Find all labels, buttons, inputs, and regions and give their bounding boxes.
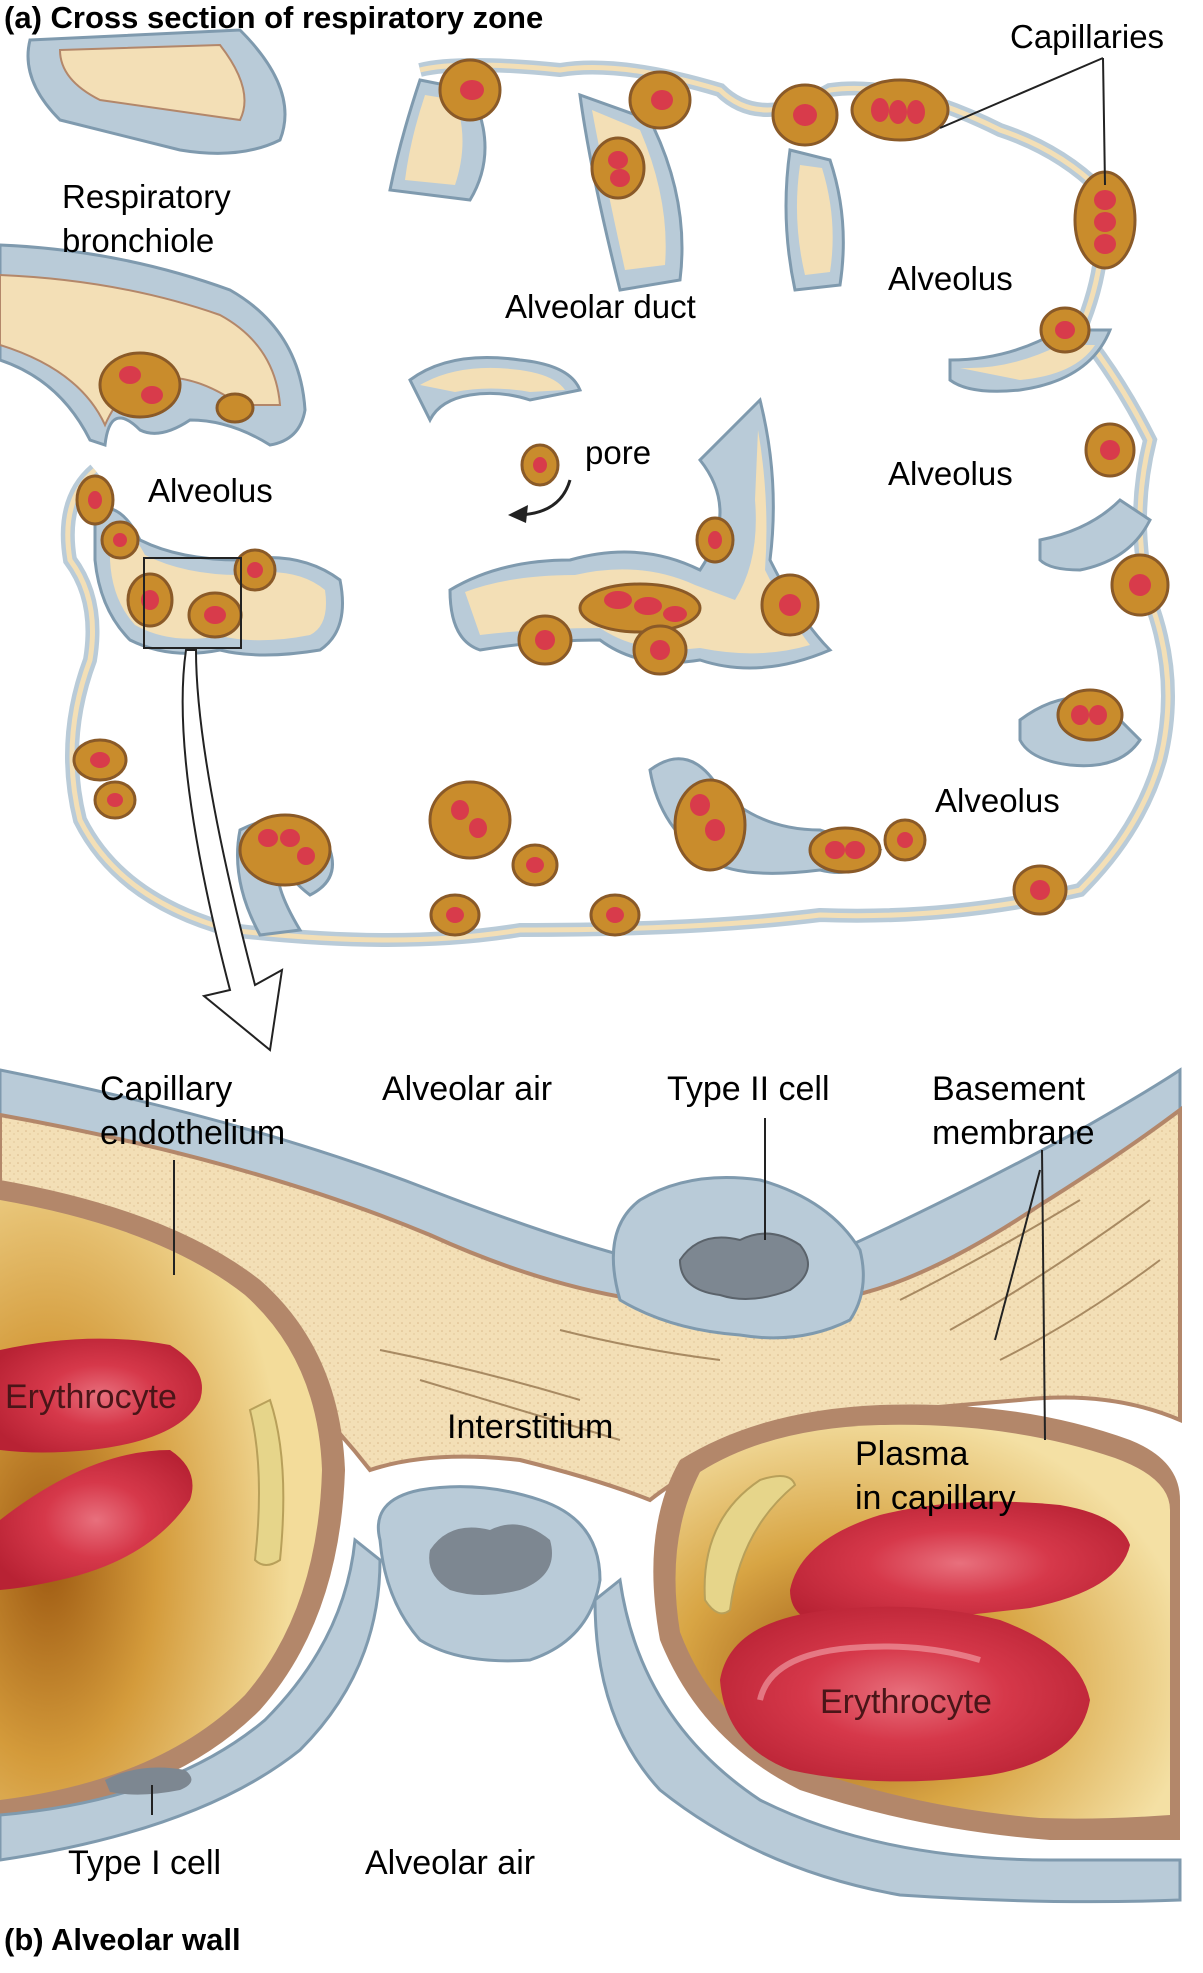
right-capillaries xyxy=(948,306,1170,916)
left-erythrocyte-upper xyxy=(0,1338,202,1453)
lower-right-epithelium xyxy=(593,1577,1182,1904)
label-alveolar-air-bottom: Alveolar air xyxy=(365,1844,535,1882)
label-respiratory-bronchiole-2: bronchiole xyxy=(62,222,214,259)
zoom-box xyxy=(143,557,242,649)
panel-b-leaders xyxy=(151,1118,1046,1815)
label-interstitium: Interstitium xyxy=(447,1408,613,1446)
panel-b-labels: Capillary endothelium Alveolar air Type … xyxy=(4,1070,1095,1957)
label-plasma-1: Plasma xyxy=(855,1435,968,1473)
type-i-nucleus xyxy=(105,1767,192,1795)
label-alveolus-left: Alveolus xyxy=(148,472,273,509)
label-erythrocyte-right: Erythrocyte xyxy=(820,1683,992,1721)
central-cluster xyxy=(408,356,833,676)
left-capillaries xyxy=(72,474,344,820)
left-erythrocyte-lower xyxy=(0,1450,193,1590)
left-endothelium-nucleus xyxy=(248,1398,285,1566)
label-basement-membrane-2: membrane xyxy=(932,1114,1095,1152)
label-erythrocyte-left: Erythrocyte xyxy=(5,1378,177,1416)
capillaries-leader xyxy=(939,57,1106,186)
right-erythrocyte-upper xyxy=(790,1501,1130,1625)
label-pore: pore xyxy=(585,434,651,471)
zoom-arrow xyxy=(181,649,284,1052)
lower-left-epithelium xyxy=(0,1537,382,1862)
label-capillary-endothelium-2: endothelium xyxy=(100,1114,285,1152)
top-capillaries xyxy=(388,58,1137,292)
panel-a-illustration xyxy=(0,28,1175,1052)
respiratory-bronchiole-wall xyxy=(0,243,307,448)
panel-b-illustration xyxy=(0,1067,1182,1904)
label-alveolus-upper-right: Alveolus xyxy=(888,260,1013,297)
right-endothelium-nucleus xyxy=(703,1475,797,1615)
label-type-ii-cell: Type II cell xyxy=(667,1070,830,1108)
label-respiratory-bronchiole-1: Respiratory xyxy=(62,178,231,215)
label-capillary-endothelium-1: Capillary xyxy=(100,1070,232,1108)
panel-b-title: (b) Alveolar wall xyxy=(4,1922,241,1957)
panel-a-title: (a) Cross section of respiratory zone xyxy=(4,0,543,35)
right-erythrocyte-lower xyxy=(720,1606,1090,1782)
type-ii-nucleus xyxy=(678,1232,809,1300)
bottom-capillaries xyxy=(236,757,927,937)
panel-a-labels: (a) Cross section of respiratory zone Ca… xyxy=(4,0,1164,819)
label-alveolar-duct: Alveolar duct xyxy=(505,288,696,325)
interstitium-region xyxy=(0,1106,1182,1503)
label-alveolus-lower-right: Alveolus xyxy=(935,782,1060,819)
label-capillaries: Capillaries xyxy=(1010,18,1164,55)
interstitial-fibers xyxy=(379,1199,1161,1441)
label-alveolus-mid-right: Alveolus xyxy=(888,455,1013,492)
label-basement-membrane-1: Basement xyxy=(932,1070,1086,1108)
label-alveolar-air-top: Alveolar air xyxy=(382,1070,552,1108)
lower-cell-nucleus xyxy=(429,1524,552,1595)
label-type-i-cell: Type I cell xyxy=(68,1844,221,1882)
respiratory-bronchiole-top xyxy=(26,28,287,155)
label-plasma-2: in capillary xyxy=(855,1479,1016,1517)
